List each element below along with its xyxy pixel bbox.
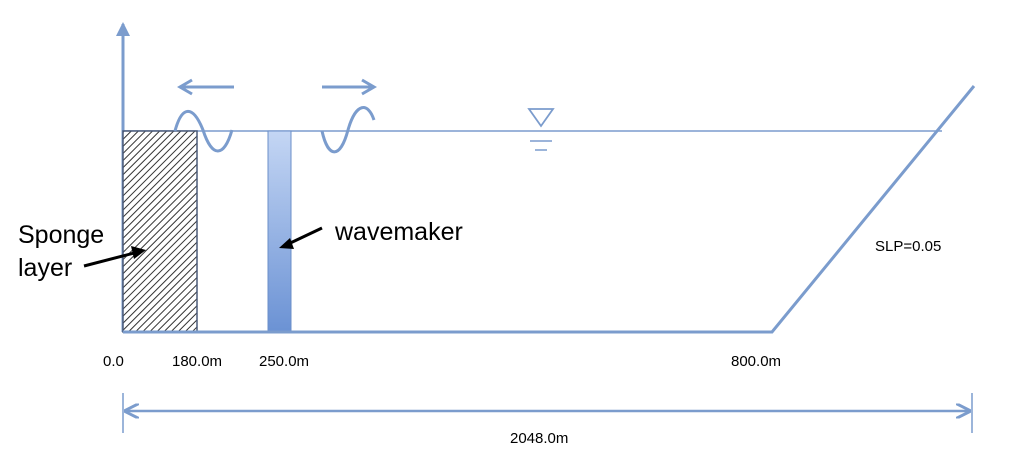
total-length-label: 2048.0m <box>510 430 568 447</box>
left-wave <box>173 110 234 153</box>
wavemaker-bar <box>267 130 292 333</box>
sponge-pointer-arrow <box>83 246 146 268</box>
x-label-250: 250.0m <box>259 353 309 370</box>
sponge-layer-region <box>122 130 198 333</box>
tank-bottom-and-slope <box>123 85 976 334</box>
sponge-label-line2: layer <box>18 254 72 282</box>
x-label-800: 800.0m <box>731 353 781 370</box>
right-wave <box>320 106 376 154</box>
wavemaker-label: wavemaker <box>334 218 463 246</box>
arrow-right-icon <box>322 78 377 96</box>
x-label-180: 180.0m <box>172 353 222 370</box>
sponge-label-line1: Sponge <box>18 221 104 249</box>
inverted-triangle-water-level-icon <box>527 108 555 151</box>
slope-label: SLP=0.05 <box>875 238 941 255</box>
vertical-axis-arrowhead <box>116 22 130 36</box>
wavemaker-pointer-arrow <box>279 226 323 249</box>
arrow-left-icon <box>177 78 234 96</box>
x-label-0: 0.0 <box>103 353 124 370</box>
